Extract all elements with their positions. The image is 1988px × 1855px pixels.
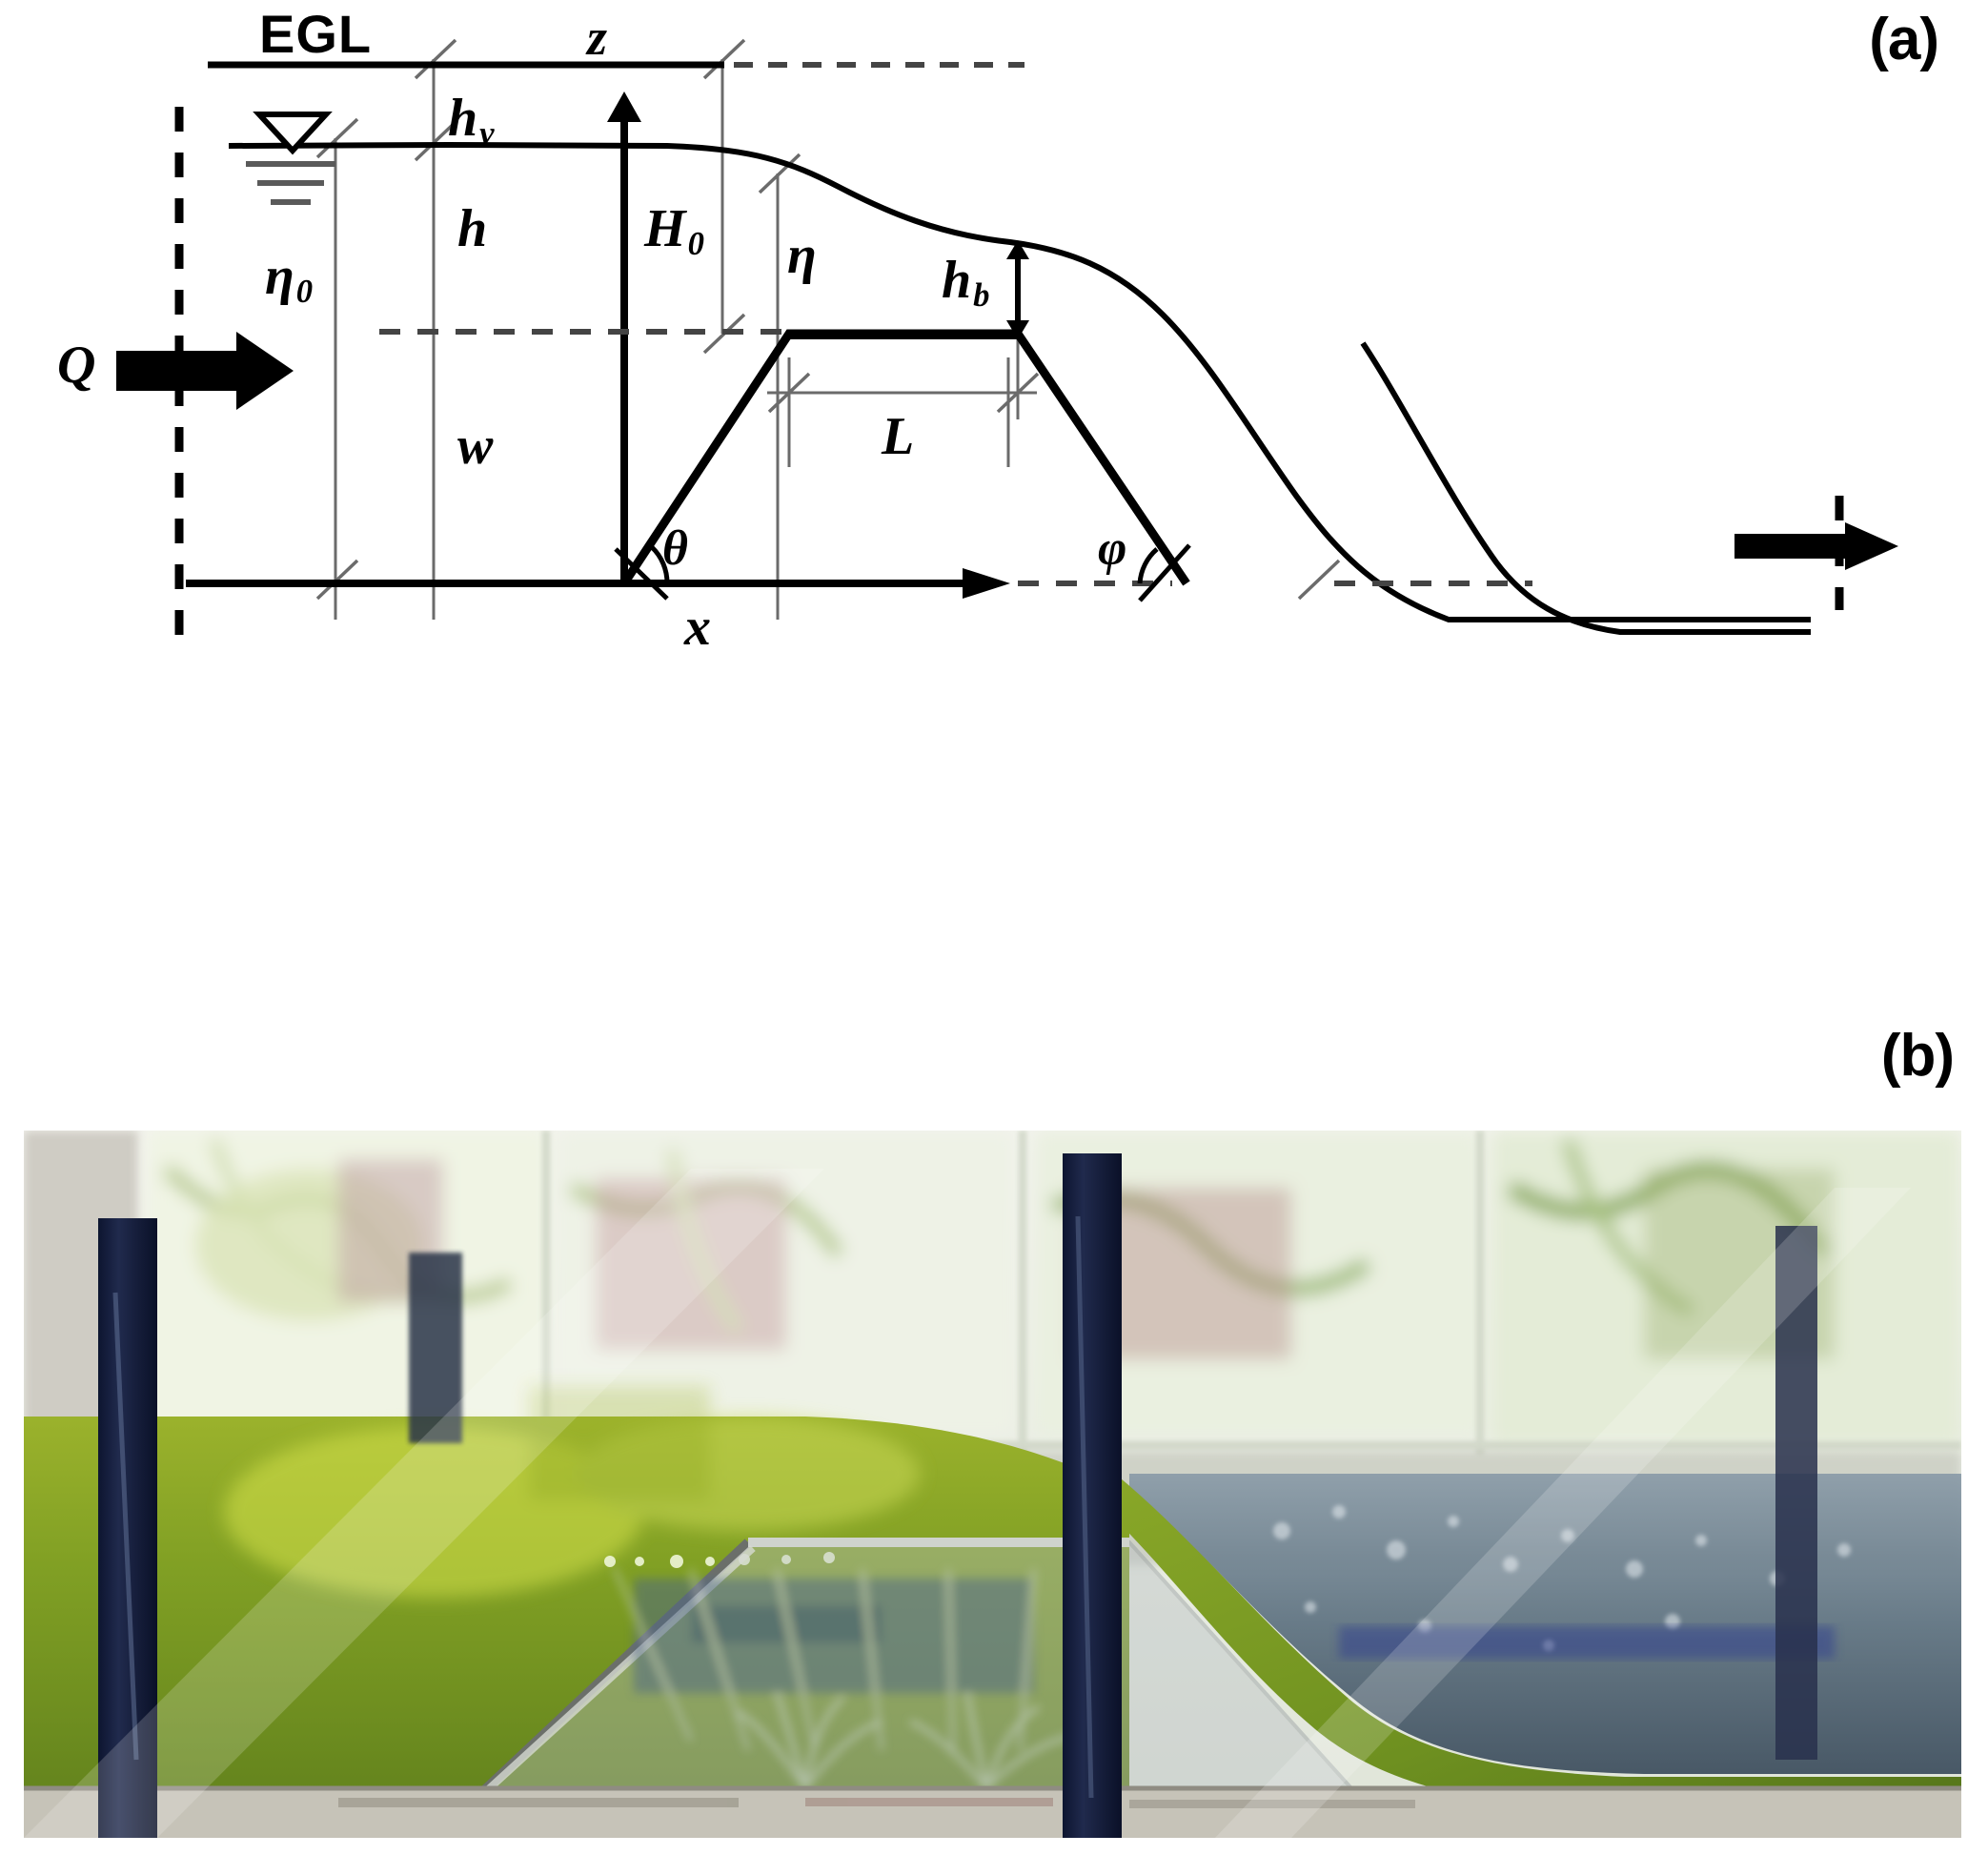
downstream-water xyxy=(1129,1474,1961,1774)
x-axis-label: x xyxy=(684,598,711,657)
frame-post-right xyxy=(1775,1226,1817,1760)
water-level-symbol xyxy=(246,112,335,205)
schematic-drawing xyxy=(116,38,1898,637)
post-left-highlight xyxy=(112,1292,139,1761)
panel-b-photograph xyxy=(24,1131,1961,1838)
flume-photo-render xyxy=(24,1131,1961,1838)
theta-angle-label: θ xyxy=(662,521,688,576)
panel-a-schematic: EGL z hv h η0 H0 η hb w L Q θ x φ (a) xyxy=(57,4,1939,657)
total-head-label: H0 xyxy=(644,202,704,260)
H0-subscript: 0 xyxy=(687,224,704,262)
post-center-highlight xyxy=(1075,1215,1094,1799)
hb-base: h xyxy=(942,251,972,310)
hb-arrow-down xyxy=(1006,320,1029,339)
hv-subscript: v xyxy=(479,113,495,152)
upstream-level-label: η0 xyxy=(265,250,313,308)
eta0-subscript: 0 xyxy=(295,272,314,310)
brink-depth-label: hb xyxy=(942,254,990,312)
nappe-lower-surface xyxy=(1360,341,1811,635)
glass-sheen xyxy=(24,1169,1911,1838)
weir-height-label: w xyxy=(457,417,494,476)
floor-debris xyxy=(338,1798,1415,1808)
outflow-arrow xyxy=(1734,522,1898,570)
flow-depth-label: h xyxy=(457,199,488,258)
theta-angle-arc xyxy=(614,545,670,601)
inflow-arrow-Q xyxy=(116,332,294,410)
hv-base: h xyxy=(448,89,478,148)
z-axis-arrowhead xyxy=(607,92,641,122)
flume-floor xyxy=(24,1788,1961,1838)
panel-a-label: (a) xyxy=(1869,7,1939,72)
crest-length-label: L xyxy=(882,407,915,466)
egl-label: EGL xyxy=(259,4,373,64)
blue-equipment xyxy=(1339,1626,1835,1659)
flume-photo xyxy=(24,1131,1961,1838)
background-windows xyxy=(148,1131,1961,1445)
hb-subscript: b xyxy=(973,275,990,314)
phi-angle-arc xyxy=(1137,543,1191,602)
x-axis-arrowhead xyxy=(963,568,1010,599)
eta0-base: η xyxy=(265,247,294,306)
gauge-post xyxy=(409,1253,462,1443)
velocity-head-label: hv xyxy=(448,92,495,150)
dimension-lines xyxy=(334,59,1037,620)
water-surface-profile xyxy=(228,141,1811,622)
hb-arrow-up xyxy=(1006,240,1029,259)
water-reflections xyxy=(224,1386,920,1598)
z-axis-label: z xyxy=(587,9,608,66)
H0-base: H xyxy=(644,199,686,258)
head-over-crest-label: η xyxy=(787,226,817,285)
phi-angle-label: φ xyxy=(1098,521,1127,576)
weir-interior xyxy=(613,1568,1073,1790)
nappe-jet xyxy=(1089,1474,1961,1809)
panel-b-label: (b) xyxy=(1880,1023,1955,1089)
discharge-label: Q xyxy=(57,336,96,395)
frame-post-center xyxy=(1063,1153,1122,1838)
